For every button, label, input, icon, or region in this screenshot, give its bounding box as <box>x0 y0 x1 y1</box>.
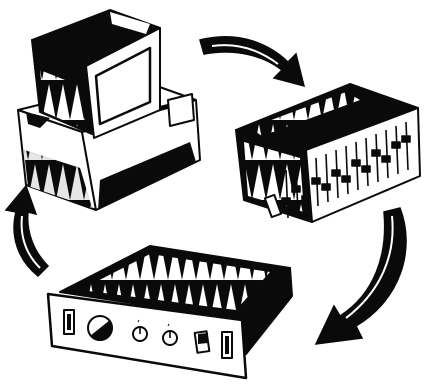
curved-arrow-icon <box>6 186 48 276</box>
amplifier-icon <box>48 246 292 378</box>
curved-arrow-icon <box>316 208 406 344</box>
arrow-left <box>6 186 48 276</box>
audio-mixer-icon <box>236 84 420 222</box>
arrow-top <box>200 37 304 86</box>
computer-icon <box>18 10 200 210</box>
curved-arrow-icon <box>200 37 304 86</box>
